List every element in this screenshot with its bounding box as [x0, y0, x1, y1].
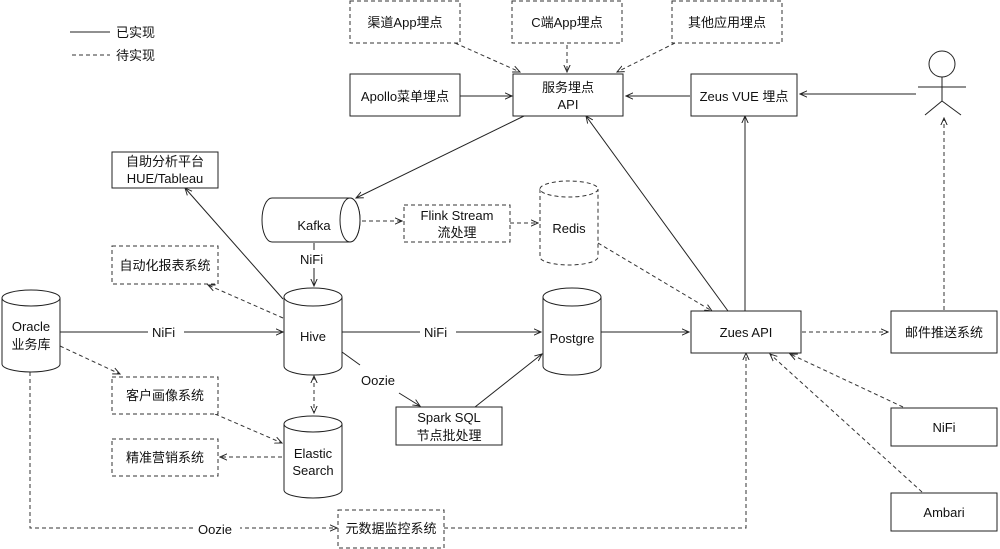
edge-hive-to-auto-report	[208, 285, 284, 319]
edge-customer-profile-to-elastic	[214, 413, 282, 443]
node-label-line1: Spark SQL	[417, 410, 481, 425]
node-label: C端App埋点	[531, 15, 603, 30]
node-label-line2: API	[558, 97, 579, 112]
node-label: Apollo菜单埋点	[361, 89, 449, 104]
node-ambari[interactable]: Ambari	[890, 492, 998, 532]
edges: NiFi NiFi NiFi Oozie Oozie	[29, 42, 944, 537]
legend-implemented-label: 已实现	[116, 25, 155, 40]
edge-channel-app-to-service-api	[454, 42, 520, 72]
node-service-api[interactable]: 服务埋点 API	[512, 73, 624, 117]
node-label: Redis	[552, 221, 586, 236]
edge-ambari-to-zues-api	[770, 354, 923, 493]
edge-hive-to-oozie-label	[341, 351, 361, 366]
node-zues-api[interactable]: Zues API	[690, 310, 802, 354]
edge-nifi-to-zues-api	[790, 354, 904, 408]
legend-planned-label: 待实现	[116, 48, 155, 63]
edge-label-bg	[194, 519, 240, 537]
node-label: 邮件推送系统	[905, 325, 983, 340]
user-actor-icon	[918, 50, 966, 116]
node-label: Zeus VUE 埋点	[700, 89, 789, 104]
node-label: Postgre	[550, 331, 595, 346]
node-other-app[interactable]: 其他应用埋点	[671, 0, 783, 44]
node-label-line1: Elastic	[294, 446, 333, 461]
edge-zues-api-to-service-api	[586, 116, 729, 312]
edge-spark-to-postgre	[474, 354, 542, 408]
node-label: 元数据监控系统	[345, 521, 436, 536]
node-channel-app[interactable]: 渠道App埋点	[349, 0, 461, 44]
node-spark-sql[interactable]: Spark SQL 节点批处理	[395, 406, 503, 446]
edge-service-api-to-kafka	[356, 115, 525, 198]
legend: 已实现 待实现	[70, 25, 155, 63]
edge-other-app-to-service-api	[617, 42, 676, 72]
node-metadata-monitor[interactable]: 元数据监控系统	[337, 509, 445, 549]
node-label: 自动化报表系统	[119, 258, 210, 273]
node-label-line1: Flink Stream	[421, 208, 494, 223]
node-customer-profile[interactable]: 客户画像系统	[111, 376, 219, 415]
node-precision-marketing[interactable]: 精准营销系统	[111, 438, 219, 477]
node-label-line2: Search	[292, 463, 333, 478]
edge-hive-to-self-analysis	[185, 188, 284, 300]
node-label-line1: 自助分析平台	[126, 154, 204, 169]
node-kafka[interactable]: Kafka	[261, 197, 361, 243]
edge-oracle-to-customer-profile	[59, 345, 120, 374]
node-nifi[interactable]: NiFi	[890, 407, 998, 447]
edge-oozie-to-spark	[398, 392, 420, 406]
node-label: Hive	[300, 329, 326, 344]
edge-label-bg	[420, 322, 456, 340]
node-label-line2: HUE/Tableau	[127, 171, 204, 186]
edge-label-hive-spark: Oozie	[361, 373, 395, 388]
node-c-app[interactable]: C端App埋点	[511, 0, 623, 44]
node-label: Zues API	[720, 325, 773, 340]
node-label: 其他应用埋点	[688, 15, 766, 30]
edge-label-bg	[297, 250, 331, 268]
node-label-line2: 业务库	[11, 337, 50, 352]
node-label: 渠道App埋点	[367, 15, 442, 30]
node-label: 客户画像系统	[126, 388, 204, 403]
node-hive[interactable]: Hive	[283, 287, 343, 376]
node-self-analysis[interactable]: 自助分析平台 HUE/Tableau	[111, 151, 219, 189]
node-label-line2: 流处理	[437, 225, 476, 240]
edge-redis-to-zues-api	[597, 242, 712, 311]
node-postgre[interactable]: Postgre	[542, 287, 602, 376]
edge-label-kafka-hive: NiFi	[300, 252, 323, 267]
node-elastic[interactable]: Elastic Search	[283, 415, 343, 499]
node-label: Kafka	[297, 218, 331, 233]
node-label-line1: 服务埋点	[542, 80, 594, 95]
node-label: Ambari	[923, 505, 964, 520]
node-auto-report[interactable]: 自动化报表系统	[111, 245, 219, 285]
edge-label-oracle-hive: NiFi	[152, 325, 175, 340]
edge-metadata-monitor-to-zues-api	[444, 353, 746, 529]
node-label-line1: Oracle	[12, 319, 50, 334]
node-apollo[interactable]: Apollo菜单埋点	[349, 73, 461, 117]
edge-label-bg	[148, 322, 184, 340]
edge-label-oracle-metadata: Oozie	[198, 522, 232, 537]
node-mail[interactable]: 邮件推送系统	[890, 310, 998, 354]
node-flink[interactable]: Flink Stream 流处理	[403, 204, 511, 243]
node-redis[interactable]: Redis	[539, 180, 599, 266]
node-label: 精准营销系统	[126, 450, 204, 465]
node-zeus-vue[interactable]: Zeus VUE 埋点	[690, 73, 798, 117]
node-oracle[interactable]: Oracle 业务库	[1, 289, 61, 373]
node-label: NiFi	[932, 420, 955, 435]
edge-label-hive-postgre: NiFi	[424, 325, 447, 340]
node-label-line2: 节点批处理	[416, 428, 481, 443]
